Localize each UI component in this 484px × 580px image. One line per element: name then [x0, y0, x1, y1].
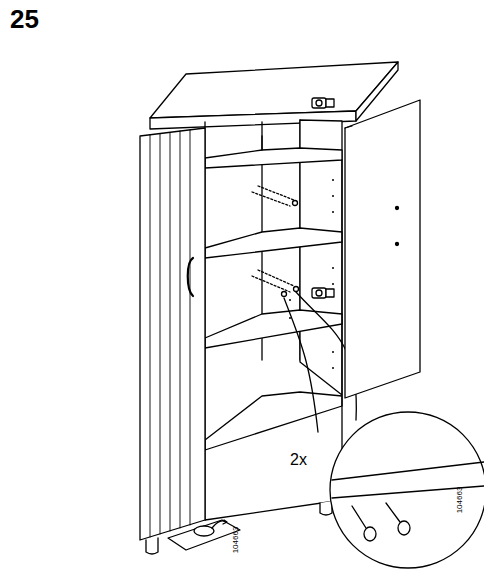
shelf	[205, 310, 342, 348]
detail-circle	[330, 412, 484, 568]
left-door	[140, 128, 205, 540]
bottom-panel	[205, 392, 342, 450]
right-door	[345, 100, 420, 398]
shelf	[205, 148, 342, 168]
door-groove	[150, 130, 190, 537]
plinth	[205, 500, 342, 520]
shelf-pin	[398, 521, 410, 535]
part-number: 104663	[232, 527, 240, 554]
hole-row	[289, 179, 334, 369]
shelf-edge	[332, 462, 484, 480]
handle	[188, 258, 193, 296]
quantity: 2x	[290, 452, 307, 468]
shelf-pin	[252, 186, 299, 297]
hinge	[312, 98, 334, 298]
callout-line	[284, 298, 318, 432]
part-number: 104663	[456, 487, 464, 514]
part-card	[168, 520, 240, 550]
shelf-pin	[364, 527, 376, 541]
step-number: 25	[10, 6, 39, 32]
shelf	[205, 228, 342, 258]
foot	[146, 501, 332, 554]
